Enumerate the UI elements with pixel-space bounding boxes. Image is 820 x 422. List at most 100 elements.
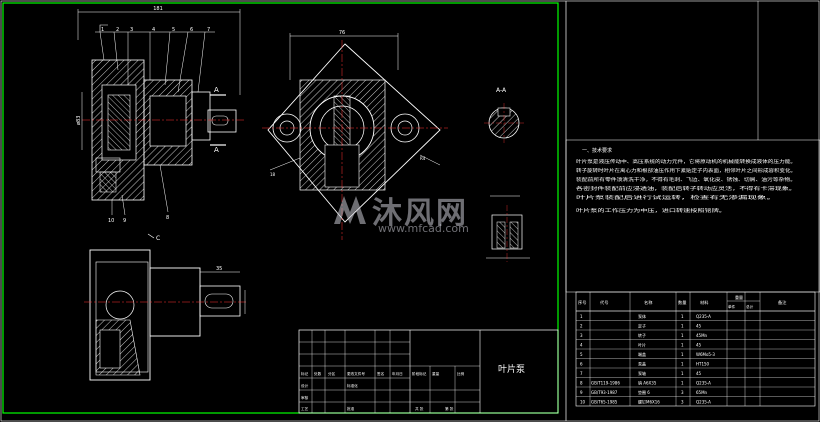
dim-overall-width: 181 <box>153 6 163 12</box>
balloon-1: 1 <box>101 27 104 33</box>
bom-cell: 叶片 <box>638 342 646 348</box>
bom-cell: 9 <box>580 390 583 395</box>
bom-header-2: 名称 <box>644 299 652 306</box>
table-row: 2 定子 1 45 <box>580 323 702 329</box>
title-label-scale: 比例 <box>457 371 465 376</box>
balloon-3: 3 <box>130 27 133 33</box>
bom-header-weight: 重量 <box>735 294 743 300</box>
balloons-top: 1 2 3 4 5 6 7 <box>101 27 210 33</box>
bom-cell: 10 <box>580 400 586 405</box>
balloon-6: 6 <box>190 27 193 33</box>
bom-header-7: 备注 <box>778 299 787 306</box>
title-label-approve: 批准 <box>347 406 355 411</box>
bom-cell: 泵盖 <box>638 361 646 367</box>
bom-cell: 1 <box>681 314 684 319</box>
bom-cell: W6Mo5-3 <box>696 352 715 357</box>
watermark-logo: 沐风网 www.mfcad.com <box>330 188 500 236</box>
mfcad-logo-icon <box>334 196 366 224</box>
bom-cell: GB/T119-1986 <box>591 381 620 386</box>
bom-cell: 销 A6X35 <box>638 380 657 386</box>
bom-cell: 1 <box>681 362 684 367</box>
bom-cell: 1 <box>580 314 583 319</box>
bom-cell: 5 <box>580 352 583 357</box>
bom-cell: 1 <box>681 324 684 329</box>
title-label-sign: 签名 <box>377 371 385 376</box>
bom-cell: 3 <box>580 333 583 338</box>
bom-cell: 65Mn <box>696 390 708 395</box>
bom-cell: 端盖 <box>638 351 646 357</box>
dim-shaft-length: 35 <box>216 266 222 272</box>
bom-cell: 1 <box>681 343 684 348</box>
bom-cell: 6 <box>580 362 583 367</box>
bom-cell: GB/T65-1985 <box>591 400 618 405</box>
table-row: 4 叶片 1 45 <box>580 342 702 348</box>
bom-cell: 螺钉M6X16 <box>638 399 660 405</box>
notes-extra: 叶片泵的工作压力为中压，进口转速按照铭牌。 <box>576 207 726 214</box>
bom-cell: Q235-A <box>696 400 711 405</box>
bom-cell: 2 <box>580 324 583 329</box>
bom-cell: 7 <box>580 371 583 376</box>
bom-cell: 45 <box>696 324 702 329</box>
balloon-2: 2 <box>116 27 119 33</box>
bom-cell: 4 <box>580 343 583 348</box>
title-label-design: 设计 <box>301 383 309 388</box>
bom-cell: 3 <box>681 390 684 395</box>
front-section-view: 181 ø83 A A <box>76 6 245 216</box>
drawing-title: 叶片泵 <box>498 363 525 375</box>
title-label-stage: 阶段标记 <box>412 371 427 376</box>
bom-cell: Q235-A <box>696 314 711 319</box>
balloon-10: 10 <box>108 218 114 224</box>
notes-line-2: 转子旋转时叶片在离心力和根部油压作用下紧贴定子内表面，相邻叶片之间形成容积变化。 <box>576 167 796 174</box>
bom-cell: GB/T93-1987 <box>591 390 618 395</box>
title-label-total: 共 张 <box>415 406 424 411</box>
dim-small-b: R4 <box>420 156 426 161</box>
bom-cell: 45Mn <box>696 333 708 338</box>
bom-header-5: 单件 <box>728 304 736 309</box>
notes-heading: 一、技术要求 <box>582 147 612 154</box>
title-label-zone: 分区 <box>328 371 336 376</box>
watermark-url: www.mfcad.com <box>378 222 469 235</box>
bom-header-0: 序号 <box>578 299 586 306</box>
title-label-review: 审核 <box>301 395 309 400</box>
notes-line-1: 叶片泵是液压传动中、高压系统的动力元件，它将原动机的机械能转换成液体的压力能。 <box>576 158 796 165</box>
bom-cell: 定子 <box>638 323 646 329</box>
view-label: C <box>156 235 160 242</box>
balloon-5: 5 <box>172 27 175 33</box>
balloon-7: 7 <box>207 27 210 33</box>
title-label-sheet: 第 张 <box>445 406 454 411</box>
balloon-4: 4 <box>152 27 155 33</box>
title-label-weight: 重量 <box>432 371 440 376</box>
bom-header-4: 材料 <box>700 299 709 306</box>
title-label-change: 更改文件号 <box>347 371 365 376</box>
bom-cell: 3 <box>681 400 684 405</box>
bom-cell: 泵轴 <box>638 370 646 376</box>
dim-small-a: 18 <box>270 172 276 177</box>
balloon-9: 9 <box>123 218 126 224</box>
notes-line-5: 叶片泵装配后进行试运转，检查有无渗漏现象。 <box>576 194 776 201</box>
bom-header-3: 数量 <box>678 299 686 306</box>
bom-cell: 45 <box>696 343 702 348</box>
bom-cell: 1 <box>681 371 684 376</box>
bom-cell: 8 <box>580 381 583 386</box>
dim-vertical-main: ø83 <box>76 116 82 125</box>
technical-notes: 一、技术要求 叶片泵是液压传动中、高压系统的动力元件，它将原动机的机械能转换成液… <box>565 139 820 293</box>
c-view: C 35 <box>84 233 248 381</box>
title-block: 标记 处数 分区 更改文件号 签名 年月日 设计 标准化 阶段标记 重量 比例 … <box>298 329 559 414</box>
bom-header-1: 代号 <box>600 299 608 306</box>
bom-cell: HT150 <box>696 362 710 367</box>
title-label-mark: 标记 <box>301 371 309 376</box>
title-label-date: 年月日 <box>392 371 403 376</box>
table-row: 6 泵盖 1 HT150 <box>580 361 710 367</box>
title-label-count: 处数 <box>314 371 322 376</box>
bom-cell: Q235-A <box>696 381 711 386</box>
section-label: A-A <box>496 87 507 94</box>
notes-line-3: 装配前所有零件须清洗干净，不得有毛刺、飞边、氧化皮、锈蚀、切屑、油污等杂物。 <box>576 176 796 183</box>
table-row: 10 GB/T65-1985 螺钉M6X16 3 Q235-A <box>580 399 711 405</box>
